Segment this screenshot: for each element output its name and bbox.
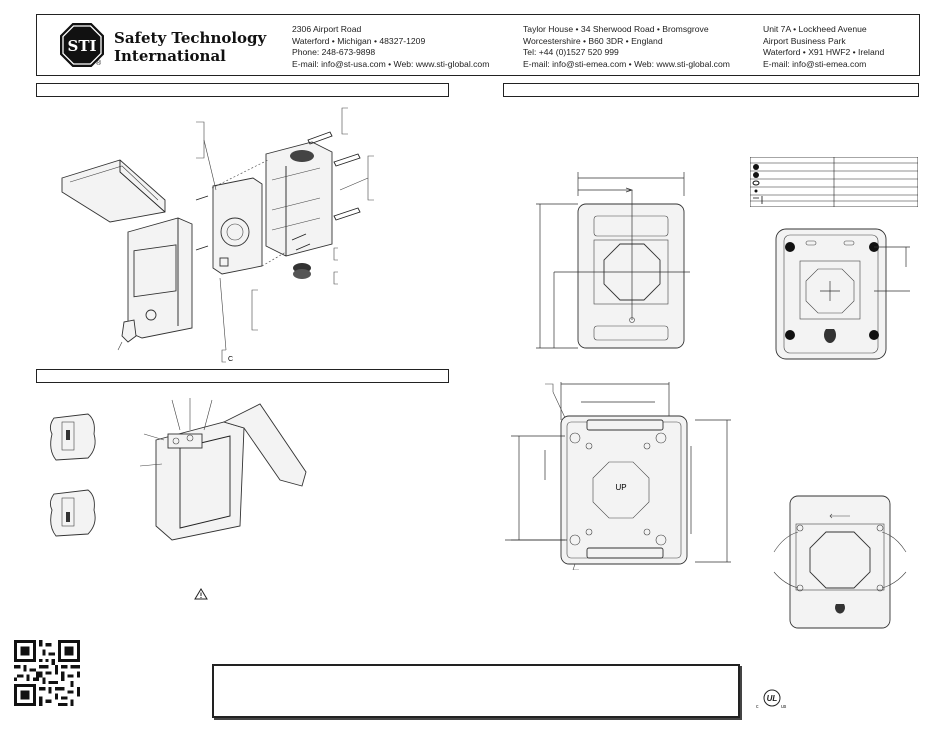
back-plate-bottom-view <box>773 495 907 629</box>
office-ireland: Unit 7A • Lockheed Avenue Airport Busine… <box>763 24 884 70</box>
legend-table <box>750 157 918 207</box>
ul-us-text: us <box>781 704 787 710</box>
office-usa-line: 2306 Airport Road <box>292 24 362 34</box>
office-ireland-line: E-mail: info@sti-emea.com <box>763 58 867 69</box>
section-bar-wiring <box>36 369 449 383</box>
office-england: Taylor House • 34 Sherwood Road • Bromsg… <box>523 24 730 70</box>
ul-text: UL <box>767 694 778 703</box>
office-usa: 2306 Airport Road Waterford • Michigan •… <box>292 24 489 70</box>
office-england-line: Worcestershire • B60 3DR • England <box>523 35 663 46</box>
office-england-line: Tel: +44 (0)1527 520 999 <box>523 47 619 57</box>
ul-certification-mark: UL c us <box>754 688 790 716</box>
company-name-line1: Safety Technology <box>114 29 267 47</box>
office-england-line: E-mail: info@sti-emea.com • Web: www.sti… <box>523 58 730 69</box>
back-box-dimension-view: UP <box>505 382 731 570</box>
ul-c-text: c <box>756 704 759 710</box>
exploded-parts-diagram: C <box>61 107 374 363</box>
office-england-line: Taylor House • 34 Sherwood Road • Bromsg… <box>523 24 709 34</box>
stop-sign-octagon-icon: STI <box>60 23 104 67</box>
section-bar-dimensions <box>503 83 919 97</box>
back-plate-top-view <box>775 228 910 360</box>
office-ireland-line: Unit 7A • Lockheed Avenue <box>763 24 867 34</box>
company-name: Safety Technology International <box>114 29 266 65</box>
office-usa-line: E-mail: info@st-usa.com • Web: www.sti-g… <box>292 58 490 69</box>
registered-mark: ® <box>96 60 102 67</box>
office-ireland-line: Waterford • X91 HWF2 • Ireland <box>763 47 885 57</box>
office-usa-line: Phone: 248-673-9898 <box>292 47 376 57</box>
office-ireland-line: Airport Business Park <box>763 35 846 46</box>
section-bar-parts <box>36 83 449 97</box>
front-dimension-view <box>536 172 690 349</box>
warning-triangle-icon <box>194 588 208 600</box>
company-name-line2: International <box>114 47 226 65</box>
up-arrow-label: UP <box>615 483 626 492</box>
ul-logo-icon: UL <box>763 689 781 707</box>
hinge-assembly-diagram <box>49 398 307 541</box>
exploded-label-c: C <box>228 356 233 363</box>
footer-notice-box <box>212 664 740 718</box>
office-usa-line: Waterford • Michigan • 48327-1209 <box>292 35 426 46</box>
qr-code-icon[interactable] <box>14 640 80 706</box>
header-box <box>36 14 920 76</box>
logo-text: STI <box>67 37 96 55</box>
